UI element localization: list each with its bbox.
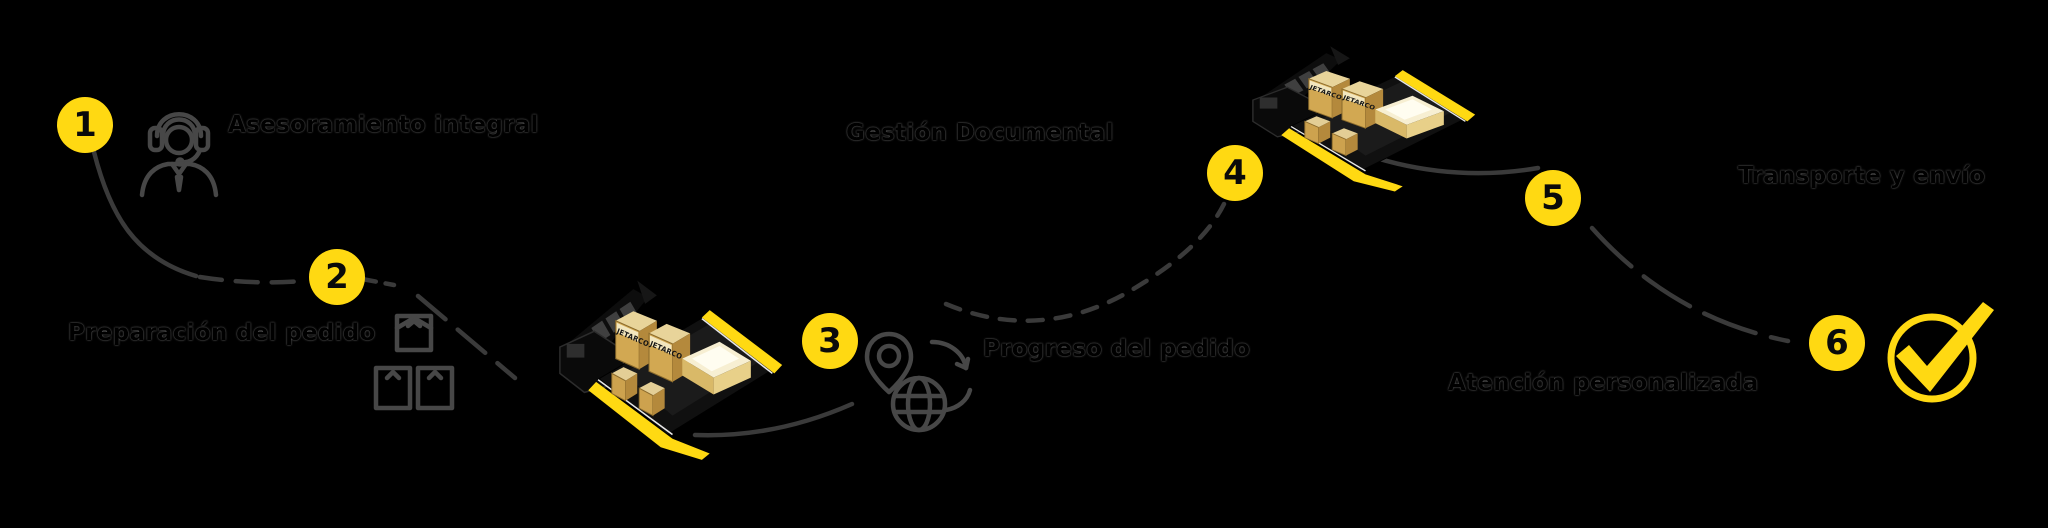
step-6-label: Atención personalizada	[1448, 370, 1759, 396]
flatbed-truck-illustration: JETARCO JETARCO	[1252, 46, 1476, 192]
step-5-label: Transporte y envío	[1738, 163, 1986, 189]
step-3-badge: 3	[802, 313, 858, 369]
step-4-number: 4	[1223, 153, 1247, 193]
step-1-number: 1	[73, 105, 97, 145]
connector-5-6	[1589, 225, 1791, 344]
connector-1-2a	[91, 149, 199, 279]
location-pin-icon	[864, 331, 914, 395]
step-5-badge: 5	[1525, 170, 1581, 226]
step-1-badge: 1	[57, 97, 113, 153]
step-4-label: Gestión Documental	[846, 120, 1114, 146]
step-2-number: 2	[325, 257, 349, 297]
step-6-number: 6	[1825, 323, 1849, 363]
step-2-badge: 2	[309, 249, 365, 305]
step-3-label: Progreso del pedido	[983, 336, 1251, 362]
connector-2-truck2	[415, 293, 518, 381]
step-4-badge: 4	[1207, 145, 1263, 201]
connector-1-2b	[197, 274, 307, 285]
step-1-label: Asesoramiento integral	[228, 112, 539, 138]
location-pin-globe-icon	[864, 331, 973, 433]
step-5-number: 5	[1541, 178, 1565, 218]
check-mark-icon	[1887, 302, 1994, 403]
swoosh-truck-a	[692, 401, 855, 438]
connector-3-4	[943, 201, 1227, 323]
step-3-number: 3	[818, 321, 842, 361]
flatbed-truck-illustration: JETARCO JETARCO	[559, 280, 783, 460]
support-agent-icon	[139, 112, 219, 198]
step-6-badge: 6	[1809, 315, 1865, 371]
parcel-stack-icon	[373, 313, 455, 411]
tracking-arrows-icon	[929, 339, 973, 413]
connector-2-truck	[359, 276, 397, 288]
globe-icon	[890, 375, 948, 433]
step-2-label: Preparación del pedido	[68, 320, 376, 346]
